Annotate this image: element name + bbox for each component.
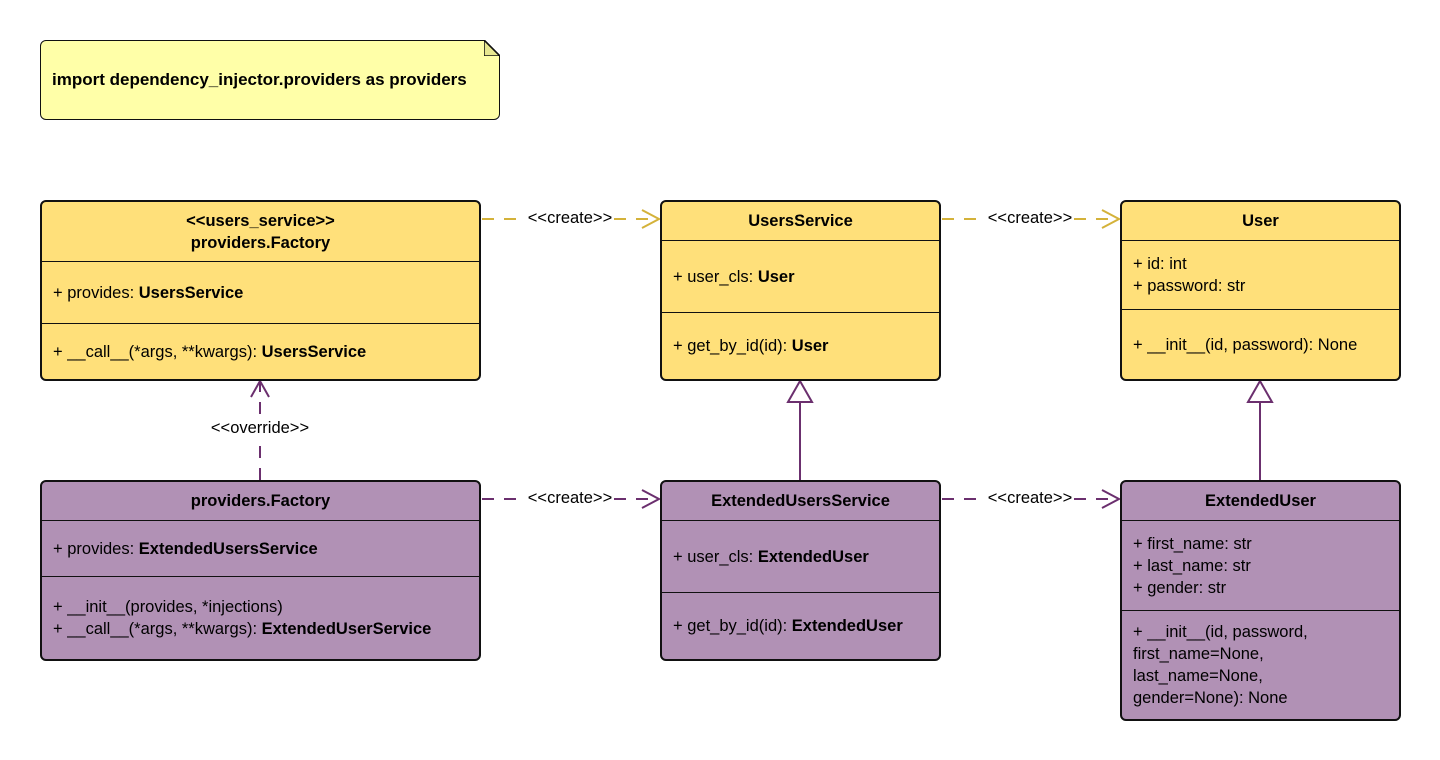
methods-section: + __init__(id, password, first_name=None,… (1122, 610, 1399, 719)
member-line: first_name=None, (1133, 643, 1388, 665)
note-fold-icon (484, 40, 500, 56)
member-type: ExtendedUsersService (138, 539, 318, 558)
member-line: + user_cls: User (673, 266, 928, 288)
member-line: + provides: ExtendedUsersService (53, 538, 468, 560)
member-text: + __call__(*args, **kwargs): (53, 342, 262, 361)
class-header: providers.Factory (42, 482, 479, 521)
methods-section: + get_by_id(id): ExtendedUser (662, 592, 939, 659)
attributes-section: + user_cls: User (662, 241, 939, 312)
class-name: User (1242, 212, 1279, 230)
member-text: + user_cls: (673, 547, 758, 566)
member-text: + get_by_id(id): (673, 617, 792, 635)
member-line: + get_by_id(id): User (673, 335, 928, 357)
member-text: + __call__(*args, **kwargs): (53, 620, 262, 638)
member-line: + __init__(id, password): None (1133, 334, 1388, 356)
class-header: User (1122, 202, 1399, 241)
create-label-4: <<create>> (985, 488, 1075, 508)
create-label-1: <<create>> (525, 208, 615, 228)
create-arrowhead-usersservice-to-user (1101, 209, 1122, 229)
methods-section: + get_by_id(id): User (662, 312, 939, 379)
class-users-service[interactable]: UsersService + user_cls: User + get_by_i… (660, 200, 941, 381)
member-line: + __init__(provides, *injections) (53, 596, 468, 618)
class-name: UsersService (748, 212, 853, 230)
member-text: + __init__(id, password, (1133, 623, 1308, 641)
methods-section: + __init__(provides, *injections) + __cal… (42, 576, 479, 659)
class-user[interactable]: User + id: int + password: str + __init__… (1120, 200, 1401, 381)
class-header: UsersService (662, 202, 939, 241)
attributes-section: + provides: UsersService (42, 262, 479, 323)
attributes-section: + id: int + password: str (1122, 241, 1399, 309)
override-label: <<override>> (208, 418, 312, 438)
member-text: + password: str (1133, 277, 1246, 295)
member-text: + last_name: str (1133, 556, 1251, 575)
member-type: ExtendedUser (757, 547, 869, 566)
override-arrowhead (250, 378, 270, 398)
member-text: + first_name: str (1133, 534, 1252, 553)
member-text: + id: int (1133, 255, 1187, 273)
member-line: + __init__(id, password, (1133, 621, 1388, 643)
member-line: + first_name: str (1133, 533, 1388, 555)
class-name: providers.Factory (190, 492, 331, 510)
member-type: ExtendedUserService (261, 620, 432, 638)
member-text: + provides: (53, 283, 139, 302)
member-text: first_name=None, (1133, 645, 1264, 663)
create-arrowhead-factory-to-usersservice (641, 209, 662, 229)
member-line: + provides: UsersService (53, 282, 468, 304)
class-name: ExtendedUser (1205, 492, 1316, 510)
member-line: + password: str (1133, 275, 1388, 297)
member-text: last_name=None, (1133, 667, 1263, 685)
member-text: + user_cls: (673, 267, 758, 286)
create-label-2: <<create>> (985, 208, 1075, 228)
create-arrowhead-extendedusersservice-to-extendeduser (1101, 489, 1122, 509)
member-line: gender=None): None (1133, 687, 1388, 709)
member-type: UsersService (138, 283, 244, 302)
class-stereotype: <<users_service>> (186, 211, 335, 230)
class-header: ExtendedUser (1122, 482, 1399, 521)
inheritance-triangle-user (1246, 378, 1274, 403)
inheritance-triangle-usersservice (786, 378, 814, 403)
member-type: UsersService (261, 342, 367, 361)
class-name: ExtendedUsersService (711, 492, 890, 510)
member-line: + __call__(*args, **kwargs): UsersServic… (53, 341, 468, 363)
member-text: + __init__(id, password): None (1133, 335, 1358, 354)
methods-section: + __init__(id, password): None (1122, 309, 1399, 379)
create-label-3: <<create>> (525, 488, 615, 508)
class-extended-users-service[interactable]: ExtendedUsersService + user_cls: Extende… (660, 480, 941, 661)
member-type: User (791, 337, 829, 355)
member-text: + get_by_id(id): (673, 337, 792, 355)
member-line: last_name=None, (1133, 665, 1388, 687)
attributes-section: + provides: ExtendedUsersService (42, 521, 479, 576)
class-factory-purple[interactable]: providers.Factory + provides: ExtendedUs… (40, 480, 481, 661)
member-line: + user_cls: ExtendedUser (673, 546, 928, 568)
member-text: + __init__(provides, *injections) (53, 598, 283, 616)
member-line: + last_name: str (1133, 555, 1388, 577)
import-note-text: import dependency_injector.providers as … (52, 70, 467, 89)
member-type: ExtendedUser (791, 617, 903, 635)
class-factory-yellow[interactable]: <<users_service>> providers.Factory + pr… (40, 200, 481, 381)
member-text: + gender: str (1133, 578, 1227, 597)
member-line: + __call__(*args, **kwargs): ExtendedUse… (53, 618, 468, 640)
class-header: ExtendedUsersService (662, 482, 939, 521)
member-type: User (757, 267, 795, 286)
member-text: + provides: (53, 539, 139, 558)
class-name: providers.Factory (190, 233, 331, 252)
attributes-section: + first_name: str + last_name: str + gende… (1122, 521, 1399, 610)
import-note: import dependency_injector.providers as … (40, 40, 500, 120)
member-line: + id: int (1133, 253, 1388, 275)
class-extended-user[interactable]: ExtendedUser + first_name: str + last_nam… (1120, 480, 1401, 721)
methods-section: + __call__(*args, **kwargs): UsersServic… (42, 323, 479, 379)
member-line: + gender: str (1133, 577, 1388, 599)
attributes-section: + user_cls: ExtendedUser (662, 521, 939, 592)
class-header: <<users_service>> providers.Factory (42, 202, 479, 262)
create-arrowhead-factory-to-extendedusersservice (641, 489, 662, 509)
member-line: + get_by_id(id): ExtendedUser (673, 615, 928, 637)
member-text: gender=None): None (1133, 689, 1288, 707)
